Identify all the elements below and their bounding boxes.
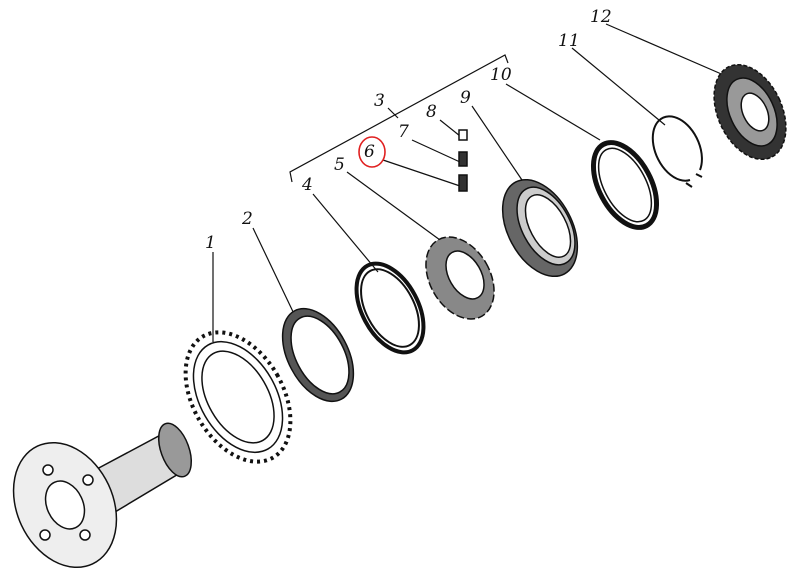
label-10: 10	[490, 65, 512, 85]
part-10-synchro-ring	[590, 140, 660, 230]
label-4: 4	[301, 175, 313, 195]
part-9-sleeve	[501, 178, 579, 278]
leader-10	[505, 83, 601, 141]
label-5: 5	[334, 155, 345, 175]
group-3-bracket	[289, 54, 509, 183]
leader-2	[252, 227, 297, 319]
leader-4	[312, 193, 379, 273]
part-5-hub	[425, 236, 495, 320]
label-12: 12	[590, 7, 612, 27]
label-8: 8	[426, 102, 437, 122]
part-1-friction-plate	[183, 330, 293, 464]
part-2-ring	[281, 307, 355, 403]
leader-12	[605, 23, 727, 77]
label-11: 11	[558, 31, 580, 51]
part-6-7-8-detent	[458, 129, 468, 192]
part-flange-shaft	[12, 422, 193, 569]
label-7: 7	[398, 122, 409, 142]
label-1: 1	[205, 233, 216, 253]
leader-7	[411, 139, 461, 163]
leader-11	[571, 47, 666, 126]
part-12-gear	[713, 63, 787, 161]
label-6: 6	[364, 142, 375, 162]
label-9: 9	[460, 88, 471, 108]
leader-8	[439, 119, 461, 137]
leader-3	[387, 107, 399, 119]
leader-9	[471, 105, 523, 181]
leader-6	[382, 159, 461, 187]
part-11-snap-ring	[651, 115, 703, 188]
label-2: 2	[241, 209, 253, 229]
label-3: 3	[374, 91, 385, 111]
leader-5	[346, 171, 441, 241]
highlight-circle	[358, 136, 386, 168]
part-4-synchro-ring	[354, 261, 426, 355]
